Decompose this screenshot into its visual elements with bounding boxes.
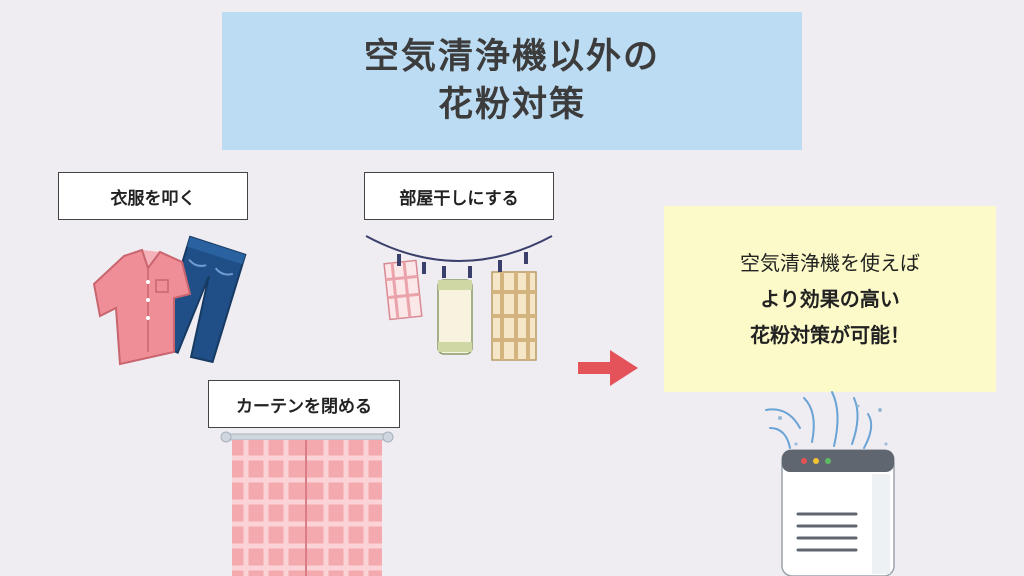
label-indoor-drying: 部屋干しにする [364, 172, 554, 220]
result-line-3: 花粉対策が可能！ [750, 323, 910, 347]
title-line-1: 空気清浄機以外の [363, 37, 660, 77]
arrow-right-icon [578, 350, 638, 386]
title-line-2: 花粉対策 [437, 85, 586, 125]
result-line-1: 空気清浄機を使えば [740, 251, 920, 275]
title-box: 空気清浄機以外の 花粉対策 [222, 12, 802, 150]
air-purifier-icon [765, 391, 895, 576]
curtain-icon [220, 431, 394, 576]
shirt-and-jeans-icon [92, 235, 247, 366]
clothesline-icon [365, 235, 553, 361]
label-curtain: カーテンを閉める [208, 380, 400, 428]
result-box: 空気清浄機を使えば より効果の高い 花粉対策が可能！ [664, 206, 996, 392]
result-line-2: より効果の高い [760, 287, 900, 311]
label-clothes: 衣服を叩く [58, 172, 248, 220]
